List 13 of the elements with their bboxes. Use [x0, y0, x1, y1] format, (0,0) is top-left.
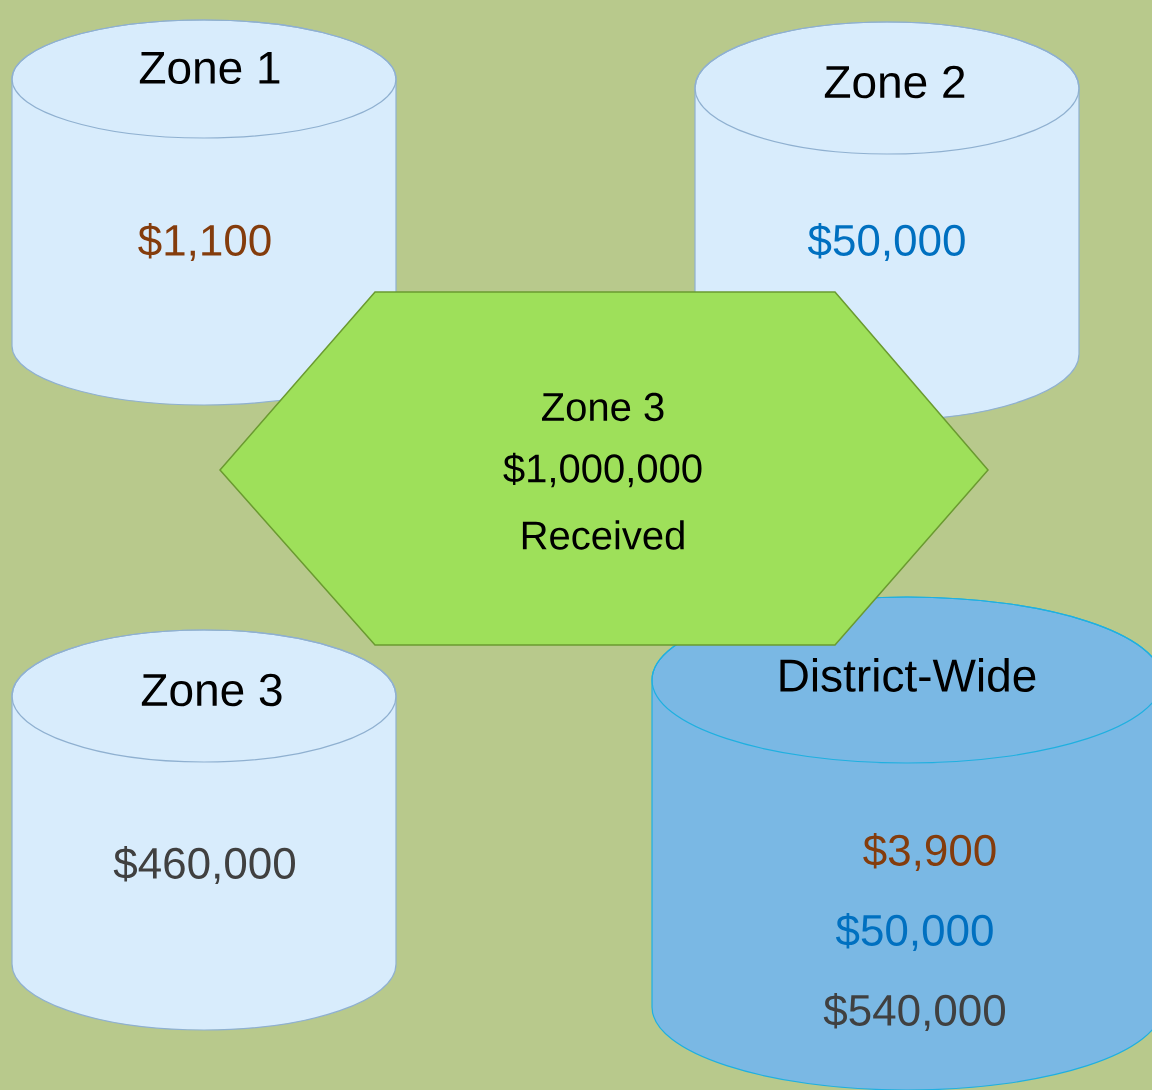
- hexagon-text: Received: [522, 520, 684, 550]
- hexagon-text: Zone 3: [542, 392, 664, 422]
- zone-title: Zone 2: [824, 65, 965, 99]
- amount-label: $460,000: [113, 845, 295, 885]
- amount-label: $3,900: [863, 832, 996, 872]
- zone-title: Zone 3: [141, 673, 282, 707]
- amount-label: $540,000: [823, 992, 1005, 1032]
- amount-label: $50,000: [807, 222, 965, 262]
- zone-title: Zone 1: [139, 51, 280, 85]
- hexagon-text: $1,000,000: [503, 452, 702, 488]
- zone-title: District-Wide: [780, 658, 1036, 692]
- amount-label: $50,000: [835, 912, 993, 952]
- amount-label: $1,100: [138, 222, 271, 262]
